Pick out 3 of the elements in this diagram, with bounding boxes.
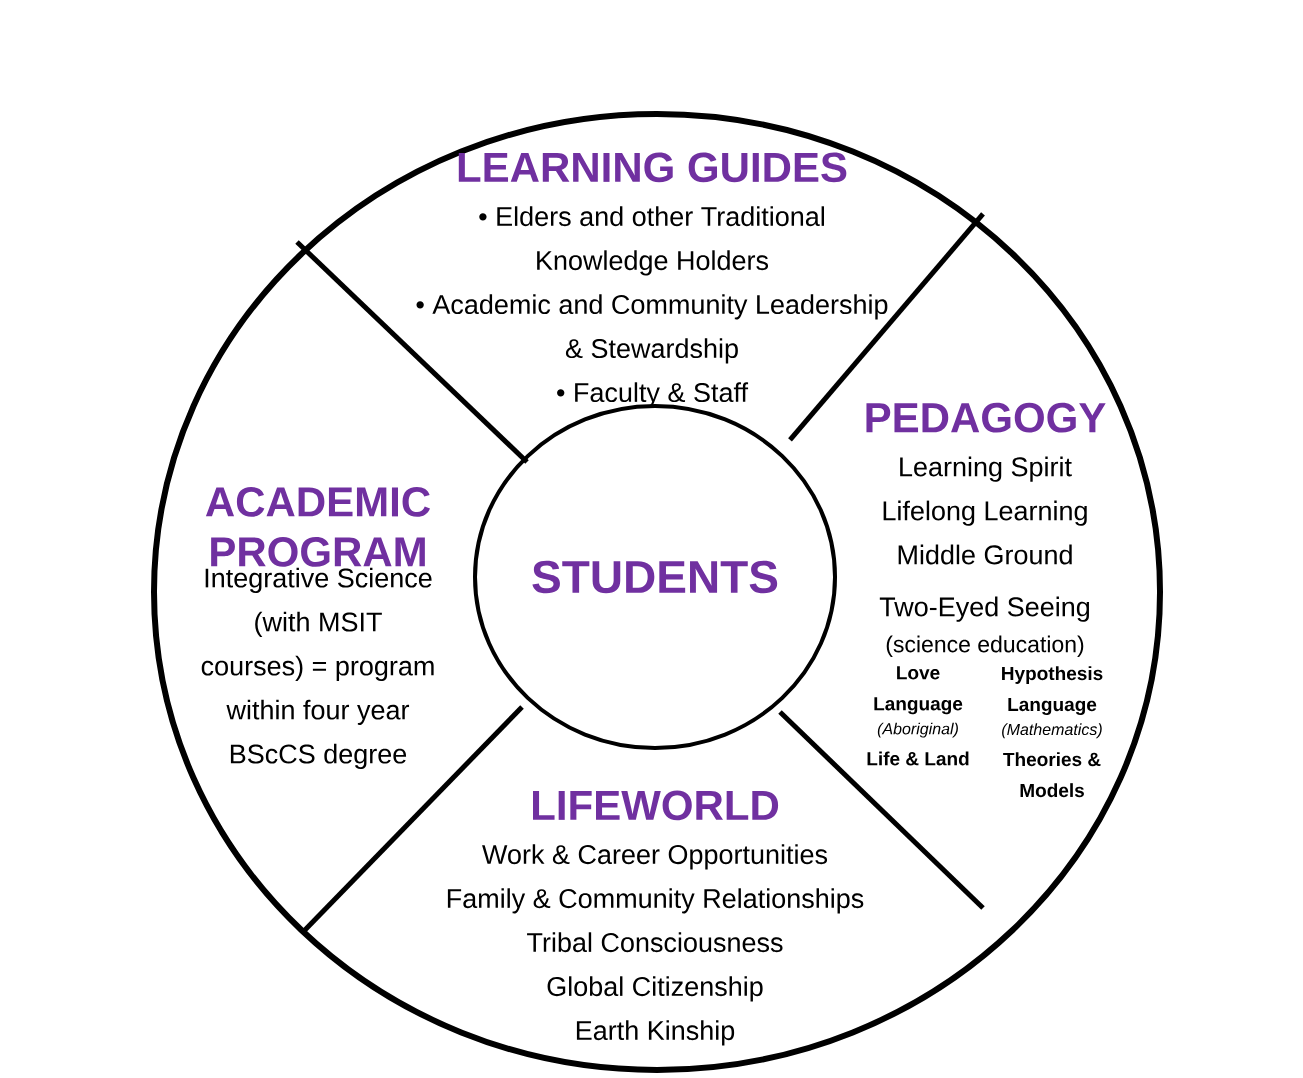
sector-text: PEDAGOGY Learning Spirit Lifelong Learning Middle Ground Two-Eyed Seeing (science education) Love Language (Aboriginal) Life & Land Hypothesis Language (Mathematics) Theories & Models <box>866 402 1106 798</box>
sector-text: LIFEWORLD Work & Career Opportunities Family & Community Relationships Tribal Consciousness Global Citizenship Earth Kinship <box>447 790 864 1046</box>
sector-text: ACADEMIC PROGRAM Integrative Science (with MSIT courses) = program within four year BScCS degree <box>201 487 434 769</box>
